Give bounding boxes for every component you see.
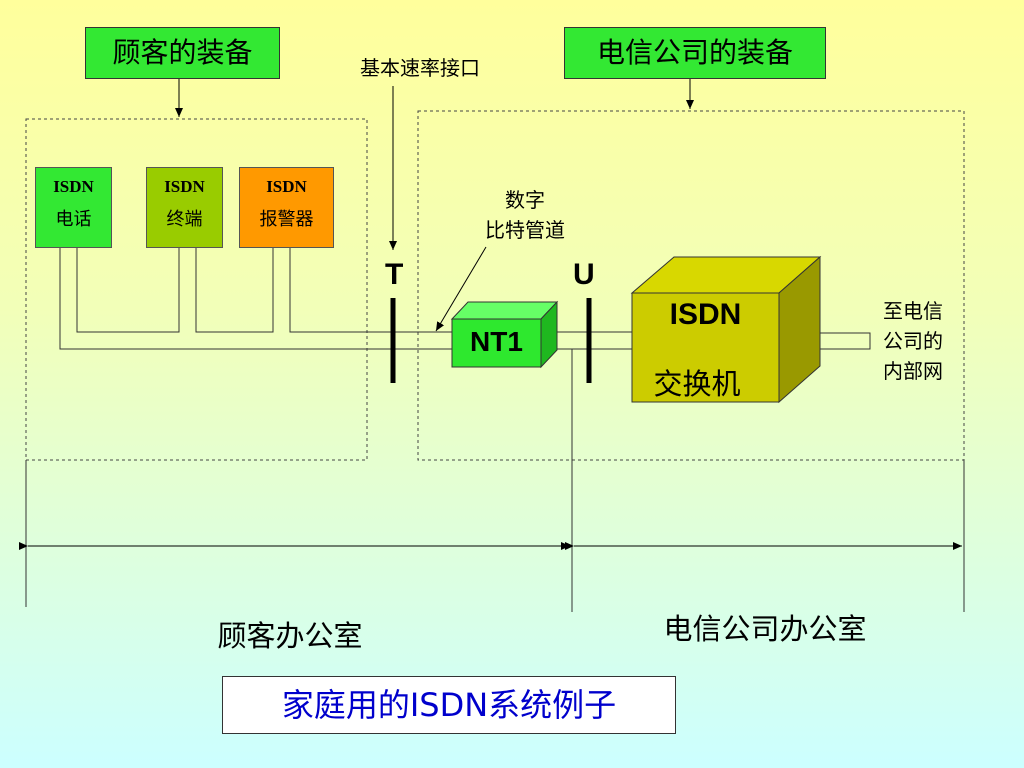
isdn-switch-line2: 交换机 [653,367,741,401]
customer-equipment-label: 顾客的装备 [85,27,280,79]
isdn-terminal-line2: 终端 [166,209,203,230]
bit-pipe-arrow [435,246,487,332]
isdn-terminal-line1: ISDN [164,177,205,196]
customer-equipment-region [25,118,368,461]
basic-rate-interface-label: 基本速率接口 [360,56,480,80]
diagram-caption: 家庭用的ISDN系统例子 [222,676,676,734]
isdn-alarm: ISDN 报警器 [239,167,334,248]
digital-bit-pipe-line1: 数字 [505,188,545,212]
to-telecom-network-label: 至电信 公司的 内部网 [868,296,958,386]
isdn-phone: ISDN 电话 [35,167,112,248]
telecom-equipment-region [417,110,965,461]
isdn-terminal: ISDN 终端 [146,167,223,248]
bus-wiring [59,246,871,612]
nt1-label: NT1 [470,326,523,357]
isdn-switch-line1: ISDN [669,298,742,331]
t-reference-label: T [385,258,404,291]
to-telecom-line1: 至电信 [883,299,943,323]
to-telecom-line2: 公司的 [883,329,943,353]
u-reference-label: U [573,258,595,291]
digital-bit-pipe-line2: 比特管道 [485,218,565,242]
nt1-box [450,300,559,369]
customer-office-label: 顾客办公室 [217,619,363,653]
isdn-alarm-line2: 报警器 [259,209,314,230]
isdn-phone-line2: 电话 [55,209,92,230]
isdn-alarm-line1: ISDN [266,177,307,196]
telecom-equipment-label: 电信公司的装备 [564,27,826,79]
isdn-phone-line1: ISDN [53,177,94,196]
to-telecom-line3: 内部网 [883,359,943,383]
telecom-office-label: 电信公司办公室 [663,612,867,646]
isdn-switch-box [630,255,822,404]
digital-bit-pipe-label: 数字 比特管道 [465,185,585,245]
